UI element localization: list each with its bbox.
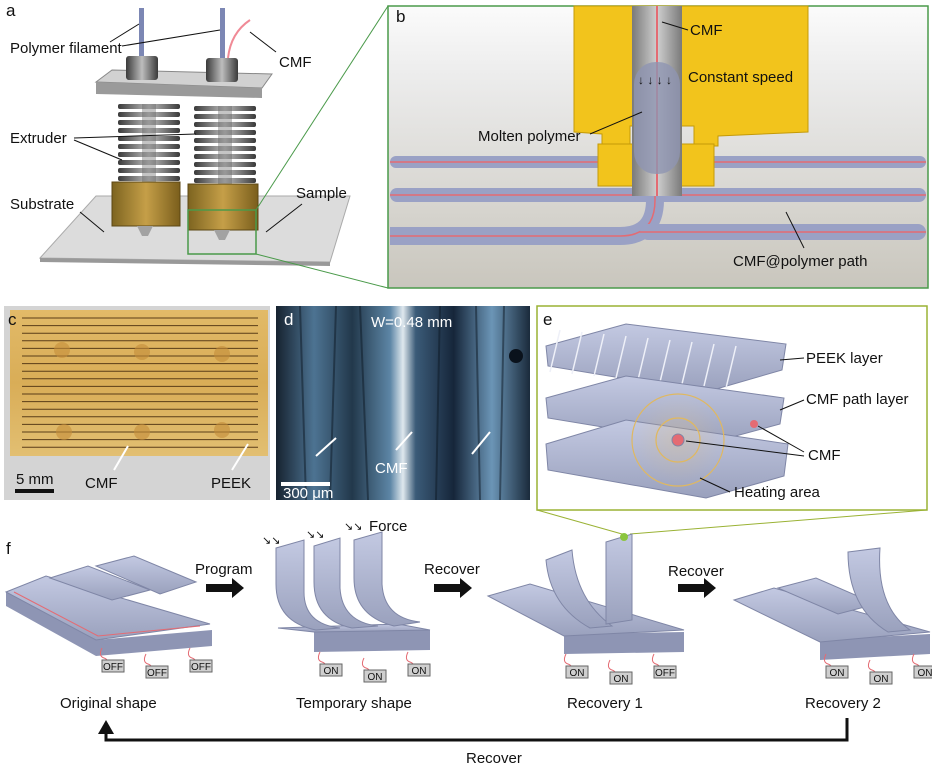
switch-label: ON [570, 668, 585, 679]
coupler-right [206, 58, 238, 82]
label-sample: Sample [296, 185, 347, 202]
arrow-recover-1 [434, 578, 472, 598]
label-program: Program [195, 561, 253, 578]
label-recovery-1: Recovery 1 [567, 695, 643, 712]
cmf-cross-section-2 [750, 420, 758, 428]
label-temporary-shape: Temporary shape [296, 695, 412, 712]
label-polymer-filament: Polymer filament [10, 40, 123, 57]
zoom-line-e-right [630, 510, 927, 534]
switch-label: ON [874, 674, 889, 685]
arrow-recover-2 [678, 578, 716, 598]
switch-label: ON [412, 666, 427, 677]
zoom-line-top [256, 6, 388, 210]
heater-block-right [188, 184, 258, 230]
label-heating-area: Heating area [734, 484, 821, 501]
panel-a: a Polymer filament CMF Extruder [6, 1, 388, 288]
cmf-filament [228, 20, 250, 58]
label-recover-bottom: Recover [466, 750, 522, 766]
label-recover-1: Recover [424, 561, 480, 578]
polymer-filament-right [220, 8, 225, 60]
label-cmf-b: CMF [690, 22, 723, 39]
label-force: Force [369, 518, 407, 535]
label-constant-speed: Constant speed [688, 69, 793, 86]
switch-label: OFF [103, 662, 123, 673]
svg-text:↘↘: ↘↘ [262, 535, 280, 547]
scale-label-d: 300 μm [283, 485, 333, 502]
label-cmf-c: CMF [85, 475, 118, 492]
recovery-1-shape [488, 533, 684, 654]
panel-f-letter: f [6, 539, 11, 558]
switch-label: ON [830, 668, 845, 679]
speed-arrows: ↓ ↓ ↓ ↓ [638, 73, 672, 87]
arrow-extruder-1 [74, 140, 122, 160]
panel-b: b ↓ ↓ ↓ ↓ CMF Constant speed Molten poly… [388, 6, 928, 288]
heater-block-left [112, 182, 180, 226]
label-extruder: Extruder [10, 130, 67, 147]
extruder-core [218, 106, 232, 186]
switch-label: OFF [191, 662, 211, 673]
arrow-filament-2 [122, 30, 220, 46]
label-cmf-e: CMF [808, 447, 841, 464]
svg-text:↘↘: ↘↘ [344, 521, 362, 533]
recover-loop-line [106, 718, 847, 740]
panel-c-letter: c [8, 310, 17, 329]
scale-label-c: 5 mm [16, 471, 54, 488]
zoom-line-e-left [537, 510, 622, 534]
extruder-core [142, 104, 156, 184]
arrow-filament-1 [110, 24, 139, 42]
arrow-cmf-a [250, 32, 276, 52]
label-peek: PEEK [211, 475, 251, 492]
label-cmf-a: CMF [279, 54, 312, 71]
switch-label: ON [324, 666, 339, 677]
temporary-shape: ↘↘ ↘↘ ↘↘ [262, 521, 430, 652]
label-width-d: W=0.48 mm [371, 314, 452, 331]
micrograph-bubble [509, 349, 523, 363]
switch-label: ON [614, 674, 629, 685]
switch-label: ON [368, 672, 383, 683]
label-cmf-d: CMF [375, 460, 408, 477]
panel-d-letter: d [284, 310, 293, 329]
extruder-fins-right [194, 106, 256, 186]
recovery-2-shape [734, 548, 930, 660]
cmf-cross-section-1 [672, 434, 684, 446]
label-recovery-2: Recovery 2 [805, 695, 881, 712]
coupler-left [126, 56, 158, 80]
polymer-filament-left [139, 8, 144, 60]
label-cmf-path-layer: CMF path layer [806, 391, 909, 408]
extruder-fins-left [118, 104, 180, 184]
panel-e-letter: e [543, 310, 552, 329]
panel-a-letter: a [6, 1, 16, 20]
recover-loop-head [98, 720, 114, 734]
svg-text:↘↘: ↘↘ [306, 529, 324, 541]
panel-c: c 5 mm CMF PEEK [4, 306, 270, 500]
arrow-program [206, 578, 244, 598]
label-recover-2: Recover [668, 563, 724, 580]
original-shape [6, 556, 212, 656]
panel-b-letter: b [396, 7, 405, 26]
label-original-shape: Original shape [60, 695, 157, 712]
panel-f: f ↘↘ ↘↘ ↘↘ Force [6, 518, 932, 766]
label-molten-polymer: Molten polymer [478, 128, 581, 145]
label-path: CMF@polymer path [733, 253, 867, 270]
switch-label: OFF [147, 668, 167, 679]
switch-label: ON [918, 668, 932, 679]
panel-e: e PEEK layer CMF path layer CMF Heating … [537, 306, 927, 534]
label-substrate: Substrate [10, 196, 74, 213]
label-peek-layer: PEEK layer [806, 350, 883, 367]
panel-d: d W=0.48 mm CMF 300 μm [276, 306, 530, 502]
switch-group: OFF OFF OFF ON ON ON ON ON OFF ON ON ON [100, 648, 932, 685]
switch-label: OFF [655, 668, 675, 679]
